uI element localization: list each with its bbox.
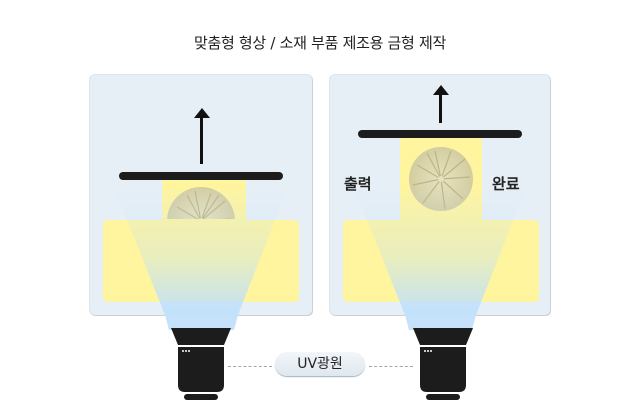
- turbine-part-icon: [409, 147, 473, 211]
- label-complete: 완료: [492, 175, 520, 193]
- arrow-up-shaft: [439, 93, 442, 123]
- connector-line-right: [369, 366, 413, 367]
- resin-vat: [343, 220, 539, 302]
- uv-projector-right-icon: [413, 328, 473, 400]
- arrow-up-icon: [432, 85, 449, 95]
- arrow-up-icon: [193, 108, 210, 118]
- uv-projector-left-icon: [171, 328, 231, 400]
- connector-line-left: [228, 366, 272, 367]
- build-platform: [358, 130, 522, 138]
- uv-beam-exit: [165, 315, 476, 330]
- label-print: 출력: [344, 175, 372, 193]
- build-platform: [119, 172, 283, 180]
- panel-printing-complete: 출력 완료: [330, 75, 550, 315]
- panel-printing-in-progress: [90, 75, 312, 315]
- resin-vat: [103, 220, 299, 302]
- diagram-title: 맞춤형 형상 / 소재 부품 제조용 금형 제작: [193, 34, 447, 52]
- uv-light-source-label: UV광원: [275, 352, 365, 376]
- arrow-up-shaft: [200, 116, 203, 164]
